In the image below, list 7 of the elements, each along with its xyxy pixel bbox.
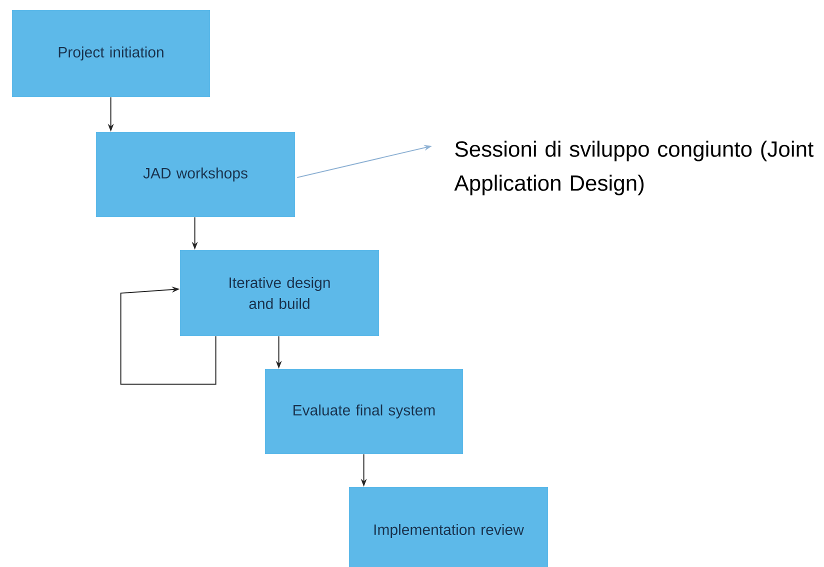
- process-box: JAD workshops: [96, 132, 295, 217]
- process-box: Evaluate final system: [265, 368, 463, 454]
- process-box: Project initiation: [12, 10, 210, 97]
- process-box: Iterative design and build: [180, 250, 379, 336]
- arrow: [120, 286, 216, 385]
- annotation-text: Sessioni di sviluppo congiunto (Joint Application Design): [454, 140, 814, 196]
- process-box: Implementation review: [349, 486, 548, 567]
